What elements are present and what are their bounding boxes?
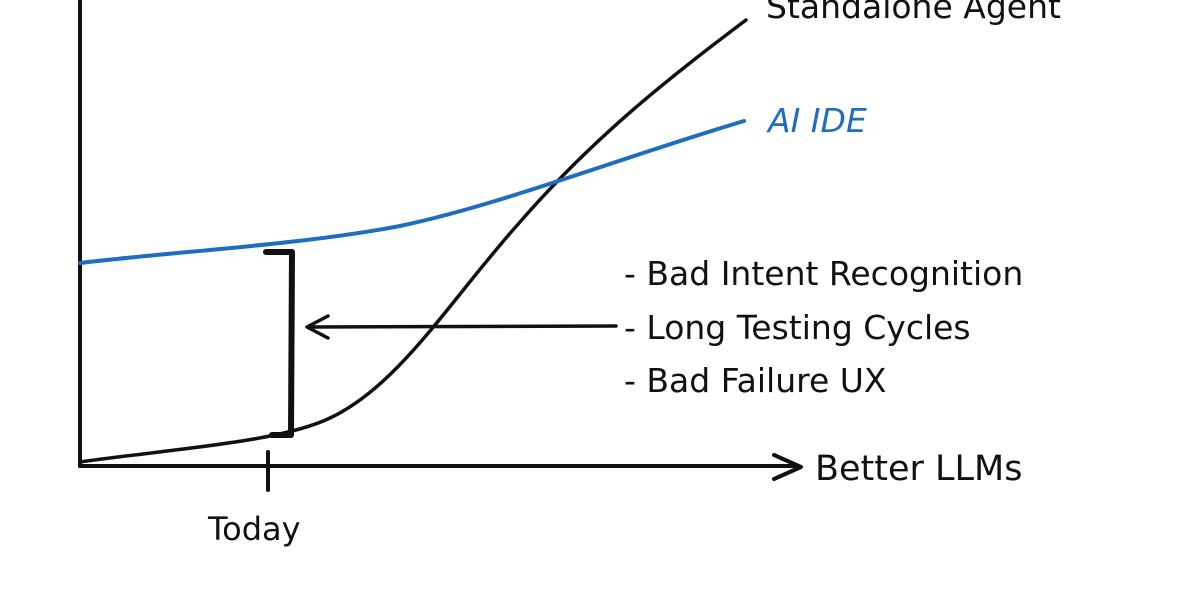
x-axis-label: Better LLMs <box>815 449 1022 489</box>
today-label: Today <box>207 510 301 548</box>
gap-pointer-arrow <box>308 324 618 329</box>
standalone-agent-label: Standalone Agent <box>766 0 1061 26</box>
ai-ide-label: AI IDE <box>766 101 867 140</box>
standalone-agent-curve <box>78 18 748 464</box>
gap-reason-failure-ux: - Bad Failure UX <box>624 361 887 400</box>
x-axis-arrowhead <box>772 453 803 481</box>
gap-reason-intent: - Bad Intent Recognition <box>624 254 1023 293</box>
ai-ide-curve <box>78 119 746 265</box>
gap-pointer-arrowhead <box>305 314 330 340</box>
gap-bracket <box>263 249 295 438</box>
gap-reason-testing: - Long Testing Cycles <box>624 308 971 347</box>
